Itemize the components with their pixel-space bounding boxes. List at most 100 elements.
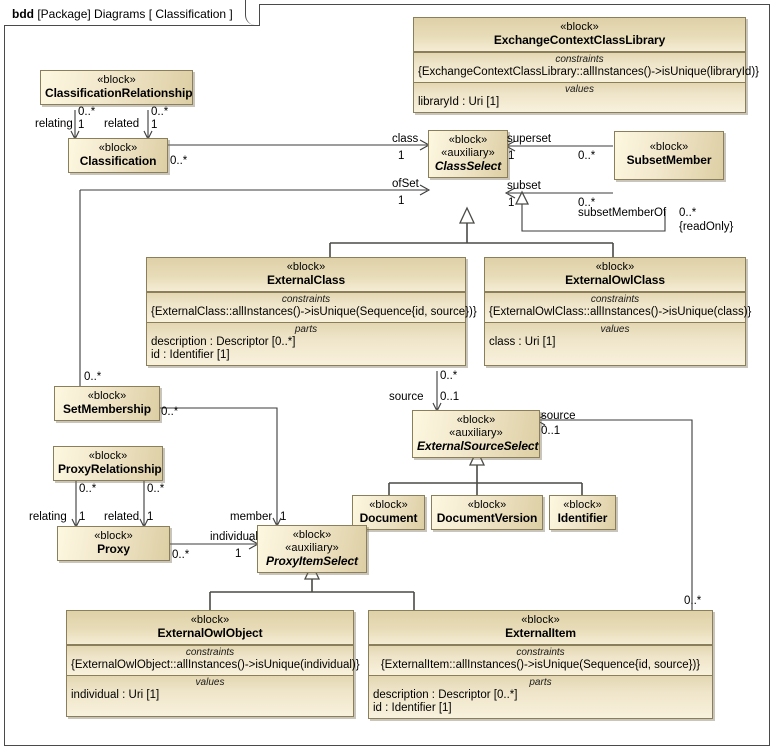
edge-label-source-role: source [541, 410, 576, 422]
edge-label-multiplicity: 0..* [161, 406, 179, 418]
compartment-label: values [195, 677, 225, 688]
block-proxy-relationship[interactable]: «block» ProxyRelationship [53, 446, 163, 481]
diagram-frame [4, 4, 770, 746]
stereotype-label: «block» [448, 134, 488, 146]
stereotype-label: «block» [190, 614, 230, 626]
stereotype-label: «block» [94, 530, 133, 542]
compartment-constraints: constraints {ExternalOwlObject::allInsta… [67, 645, 360, 675]
block-proxy[interactable]: «block» Proxy [57, 526, 170, 561]
value-property: class : Uri [1] [489, 336, 556, 348]
block-header: «block» ExternalOwlClass [485, 258, 745, 292]
block-external-source-select[interactable]: «block» «auxiliary» ExternalSourceSelect [412, 410, 540, 458]
block-header: «block» «auxiliary» ExternalSourceSelect [413, 411, 539, 457]
block-document-version[interactable]: «block» DocumentVersion [431, 495, 543, 530]
edge-label-multiplicity: 0..* [170, 155, 188, 167]
block-header: «block» ExchangeContextClassLibrary [414, 18, 745, 52]
block-header: «block» ProxyRelationship [54, 447, 162, 480]
block-classification[interactable]: «block» Classification [68, 138, 168, 173]
edge-label-multiplicity: 1 [280, 511, 287, 523]
block-name: ClassSelect [434, 159, 502, 173]
part-property: id : Identifier [1] [373, 702, 452, 714]
block-name: SubsetMember [626, 153, 712, 167]
block-identifier[interactable]: «block» Identifier [549, 495, 616, 530]
block-header: «block» Document [353, 496, 424, 529]
edge-label-multiplicity: 1 [78, 119, 85, 131]
compartment-constraints: constraints {ExchangeContextClassLibrary… [414, 52, 759, 82]
compartment-values: values individual : Uri [1] [67, 675, 353, 716]
edge-label-member-role: member [230, 511, 273, 523]
compartment-label: constraints [590, 294, 640, 305]
constraint-expression: {ExternalItem::allInstances()->isUnique(… [380, 659, 701, 671]
edge-label-multiplicity: 1 [79, 511, 86, 523]
block-set-membership[interactable]: «block» SetMembership [54, 386, 160, 421]
edge-label-relating: relating [35, 118, 73, 130]
edge-label-multiplicity: 0..1 [440, 391, 460, 403]
edge-label-multiplicity: 0..* [147, 483, 165, 495]
block-header: «block» ExternalOwlObject [67, 611, 353, 645]
compartment-label: constraints [281, 294, 331, 305]
stereotype-label: «block» [87, 390, 127, 402]
constraint-expression: {ExternalClass::allInstances()->isUnique… [151, 306, 477, 318]
stereotype-auxiliary-label: «auxiliary» [449, 427, 503, 439]
compartment-label: parts [529, 677, 552, 688]
edge-label-multiplicity: 0..* [78, 106, 96, 118]
block-subset-member[interactable]: «block» SubsetMember [614, 131, 724, 180]
block-name: ClassificationRelationship [45, 86, 193, 100]
edge-label-multiplicity: 0..* [172, 549, 190, 561]
block-external-class[interactable]: «block» ExternalClass constraints {Exter… [146, 257, 477, 366]
block-header: «block» «auxiliary» ProxyItemSelect [258, 526, 366, 572]
part-property: description : Descriptor [0..*] [151, 336, 296, 348]
compartment-parts: parts description : Descriptor [0..*] id… [147, 322, 465, 365]
block-header: «block» Proxy [58, 527, 169, 560]
stereotype-label: «block» [286, 261, 326, 273]
block-name: DocumentVersion [436, 511, 538, 525]
block-class-select[interactable]: «block» «auxiliary» ClassSelect [428, 130, 508, 178]
frame-tab-corner [244, 4, 259, 25]
compartment-constraints: constraints {ExternalItem::allInstances(… [369, 645, 712, 675]
block-external-owl-object[interactable]: «block» ExternalOwlObject constraints {E… [66, 610, 360, 717]
stereotype-label: «block» [467, 499, 507, 511]
stereotype-label: «block» [97, 74, 136, 86]
edge-label-multiplicity: 1 [147, 511, 154, 523]
block-external-owl-class[interactable]: «block» ExternalOwlClass constraints {Ex… [484, 257, 751, 366]
block-header: «block» SetMembership [55, 387, 159, 420]
block-proxy-item-select[interactable]: «block» «auxiliary» ProxyItemSelect [257, 525, 367, 573]
diagram-frame-header: bdd [Package] Diagrams [ Classification … [4, 4, 260, 26]
block-header: «block» ExternalClass [147, 258, 465, 292]
edge-label-readonly-constraint: {readOnly} [679, 221, 734, 233]
block-document[interactable]: «block» Document [352, 495, 425, 530]
stereotype-auxiliary-label: «auxiliary» [285, 542, 339, 554]
edge-label-multiplicity: 1 [235, 548, 242, 560]
block-name: ProxyItemSelect [266, 554, 358, 568]
frame-kind-label: bdd [12, 7, 34, 21]
part-property: id : Identifier [1] [151, 349, 230, 361]
compartment-parts: parts description : Descriptor [0..*] id… [369, 675, 712, 718]
frame-name-label: [ Classification ] [148, 7, 233, 21]
edge-label-multiplicity: 0..* [151, 106, 169, 118]
block-name: ProxyRelationship [58, 462, 162, 476]
edge-label-multiplicity: 0..* [684, 595, 702, 607]
compartment-values: values libraryId : Uri [1] [414, 82, 745, 112]
block-header: «block» ExternalItem [369, 611, 712, 645]
part-property: description : Descriptor [0..*] [373, 689, 518, 701]
block-name: SetMembership [62, 402, 152, 416]
block-header: «block» SubsetMember [615, 132, 723, 179]
edge-label-class-role: class [392, 133, 419, 145]
compartment-label: constraints [516, 647, 565, 658]
stereotype-label: «block» [649, 141, 689, 153]
block-name: Classification [79, 154, 157, 168]
block-name: Identifier [557, 511, 608, 525]
block-classification-relationship[interactable]: «block» ClassificationRelationship [40, 70, 193, 105]
edge-label-multiplicity: 0..* [79, 483, 97, 495]
frame-scope-label: [Package] Diagrams [37, 7, 146, 21]
edge-label-superset-role: superset [507, 133, 552, 145]
compartment-label: values [565, 84, 594, 95]
block-name: ExternalItem [505, 626, 576, 640]
compartment-constraints: constraints {ExternalOwlClass::allInstan… [485, 292, 751, 322]
value-property: libraryId : Uri [1] [418, 96, 500, 108]
stereotype-label: «block» [369, 499, 408, 511]
block-external-item[interactable]: «block» ExternalItem constraints {Extern… [368, 610, 713, 719]
block-header: «block» «auxiliary» ClassSelect [429, 131, 507, 177]
block-exchange-context-class-library[interactable]: «block» ExchangeContextClassLibrary cons… [413, 17, 759, 113]
